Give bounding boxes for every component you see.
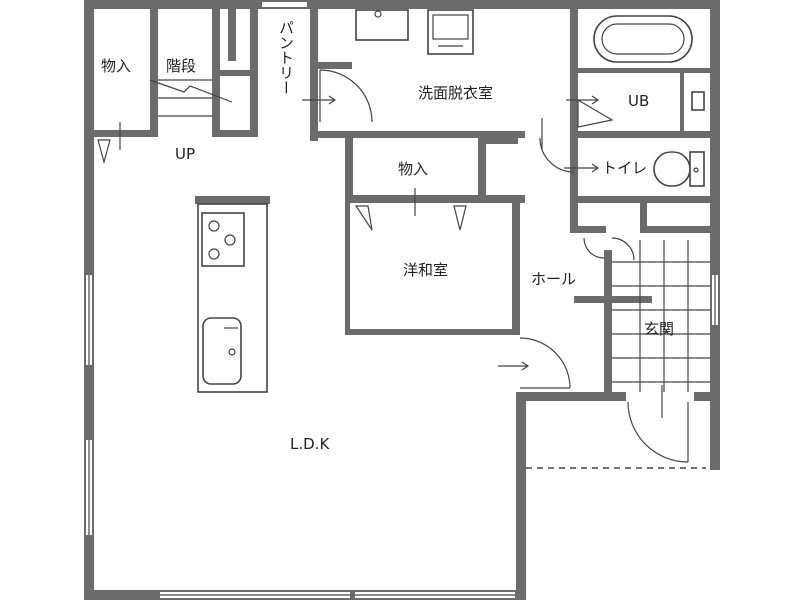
label-hall: ホール (531, 270, 576, 288)
interior-walls (94, 9, 710, 392)
toilet-fixture (653, 151, 705, 187)
label-up: UP (175, 145, 195, 163)
label-toilet: トイレ (602, 159, 647, 177)
label-storage-mid: 物入 (398, 160, 428, 178)
label-ldk: L.D.K (290, 435, 330, 453)
entrance-tiles (612, 240, 710, 392)
label-entrance: 玄関 (644, 320, 674, 338)
label-pantry: パントリー (277, 20, 295, 95)
kitchen-island (195, 196, 270, 393)
label-washroom: 洗面脱衣室 (418, 84, 493, 102)
doors (97, 69, 689, 463)
label-stairs: 階段 (166, 57, 196, 75)
washroom-fixtures (355, 9, 474, 55)
label-storage-nw: 物入 (101, 57, 131, 75)
label-western-room: 洋和室 (403, 261, 448, 279)
staircase (149, 79, 233, 117)
label-bath: UB (628, 92, 649, 110)
windows (86, 2, 718, 598)
bathtub (593, 15, 705, 111)
